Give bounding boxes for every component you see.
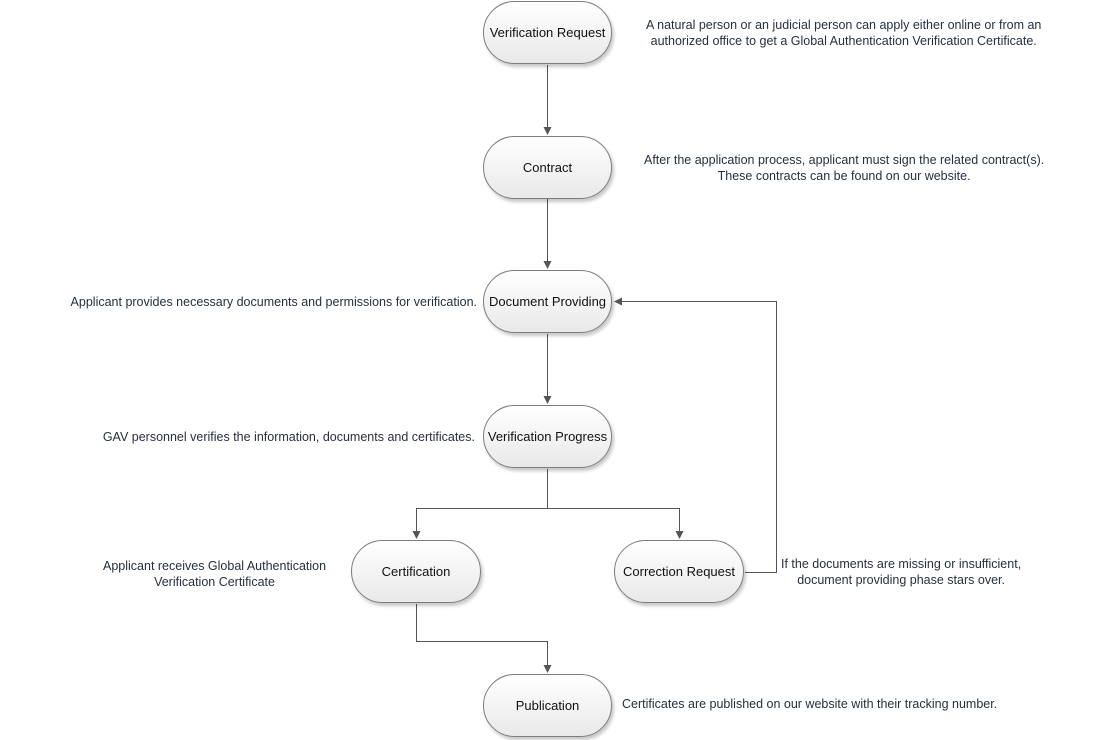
note-line: document providing phase stars over. [797,573,1005,587]
note-document-providing: Applicant provides necessary documents a… [71,294,477,310]
note-line: Verification Certificate [154,575,275,589]
note-line: These contracts can be found on our webs… [717,169,971,183]
note-publication: Certificates are published on our websit… [622,696,997,712]
note-correction-request: If the documents are missing or insuffic… [781,556,1021,588]
note-line: A natural person or an judicial person c… [646,18,1042,32]
note-verification-progress: GAV personnel verifies the information, … [103,429,475,445]
node-publication[interactable]: Publication [483,674,612,737]
connector-correction-loop-back [614,297,777,573]
connector-progress-to-certification [412,469,548,539]
note-verification-request: A natural person or an judicial person c… [646,17,1041,49]
node-verification-progress[interactable]: Verification Progress [483,405,612,468]
note-certification: Applicant receives Global Authentication… [103,558,326,590]
note-line: Certificates are published on our websit… [622,697,998,711]
note-line: After the application process, applicant… [644,153,1045,167]
node-contract[interactable]: Contract [483,136,612,199]
note-contract: After the application process, applicant… [644,152,1044,184]
note-line: If the documents are missing or insuffic… [781,557,1022,571]
node-document-providing[interactable]: Document Providing [483,270,612,333]
node-certification[interactable]: Certification [351,540,481,603]
note-line: Applicant provides necessary documents a… [70,295,477,309]
note-line: GAV personnel verifies the information, … [102,430,475,444]
node-verification-request[interactable]: Verification Request [483,1,612,64]
connector-progress-to-correction [547,508,684,539]
note-line: Applicant receives Global Authentication [103,559,327,573]
note-line: authorized office to get a Global Authen… [650,34,1037,48]
node-correction-request[interactable]: Correction Request [614,540,744,603]
connector-certification-to-publication [416,604,552,673]
